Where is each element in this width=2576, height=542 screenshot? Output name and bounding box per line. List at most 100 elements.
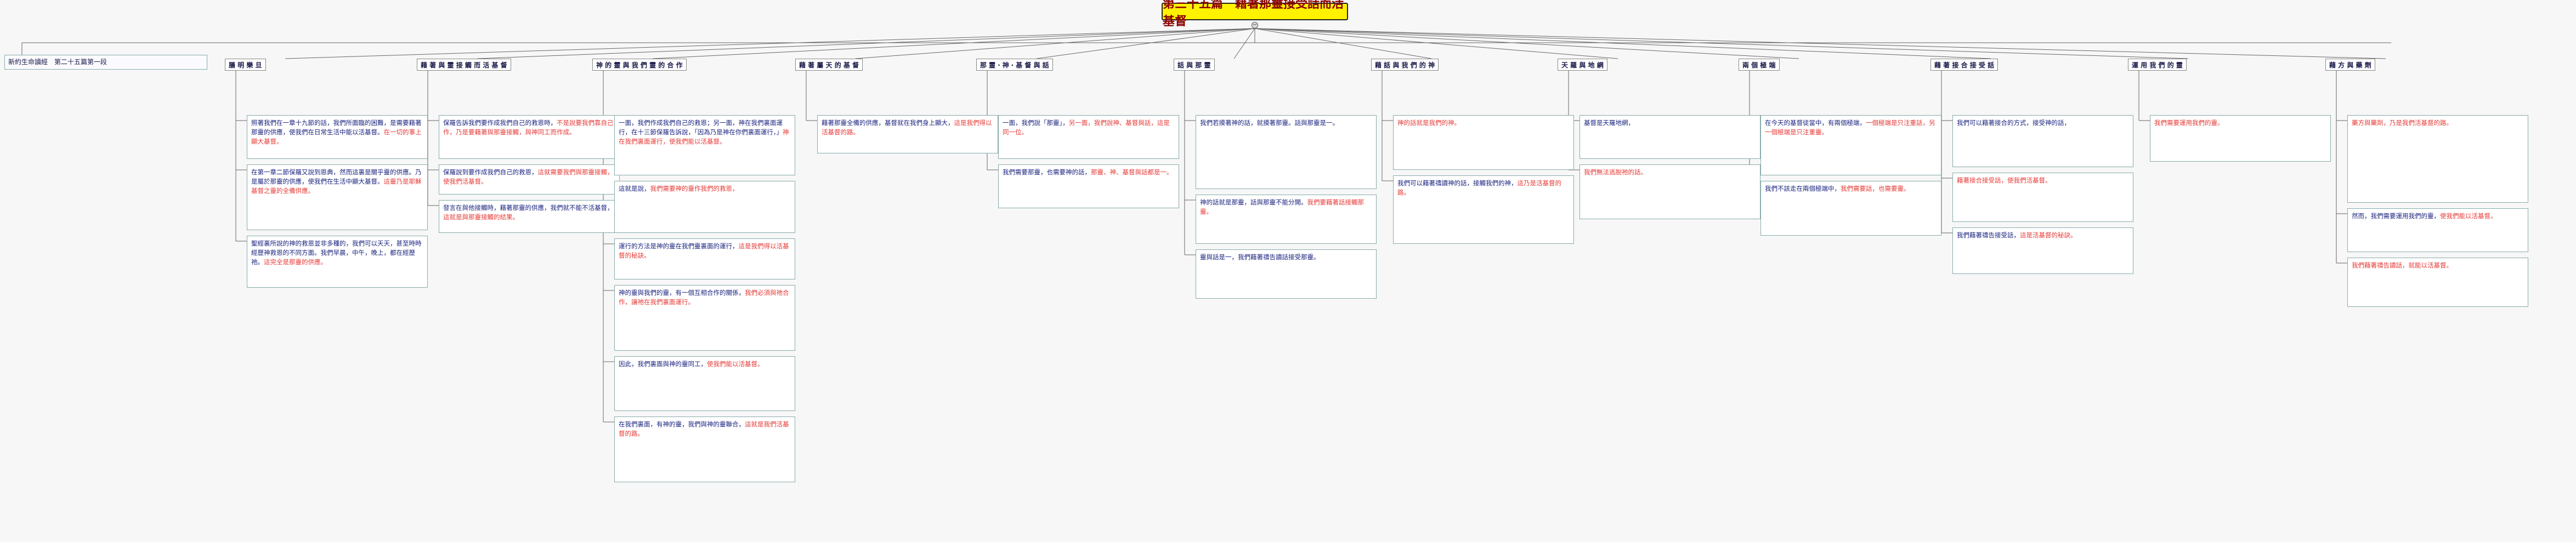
branch-line	[1036, 28, 1255, 59]
category-node[interactable]: 神 的 靈 與 我 們 靈 的 合 作	[592, 59, 687, 71]
note-text: 我們若摸著神的話，就摸著那靈。話與那靈是一。	[1200, 119, 1339, 127]
note-highlight: 使我們能以活基督。	[2440, 212, 2497, 220]
note-highlight: 神的話就是我們的神。	[1397, 119, 1460, 127]
note-box[interactable]: 神的話就是我們的神。	[1393, 115, 1574, 170]
branch-line	[1254, 28, 1618, 59]
note-text: 我們可以藉著禱讀神的話，接觸我們的神，	[1397, 179, 1518, 187]
note-highlight: 我們需要運用我們的靈。	[2154, 119, 2224, 127]
note-text: 靈與話是一，我們藉著禱告讀話接受那靈。	[1200, 253, 1320, 261]
note-box[interactable]: 因此，我們裏面與神的靈同工，使我們能以活基督。	[614, 356, 795, 411]
note-box[interactable]: 保羅告訴我們要作成我們自己的救恩時，不是說要我們靠自己作，乃是要藉著與那靈接觸，…	[439, 115, 620, 159]
note-highlight: 使我們能以活基督。	[707, 360, 764, 368]
note-highlight: 在一切的事上顯大基督。	[251, 128, 422, 145]
note-text: 一面，我們作成我們自己的救恩；另一面，神在我們裏面運行，在十三節保羅告訴說，「因…	[619, 119, 783, 136]
note-highlight: 另一面，我們說神、基督與話，這是同一位。	[1003, 119, 1170, 136]
note-highlight: 不是說要我們靠自己作，乃是要藉著與那靈接觸，與神同工而作成。	[443, 119, 614, 136]
category-node[interactable]: 藉 方 與 藥 劑	[2325, 59, 2375, 71]
note-text: 我們需要那靈，也需要神的話，	[1003, 168, 1091, 176]
note-text: 一面，我們說「那靈」，	[1003, 119, 1069, 127]
category-node[interactable]: 藉 話 與 我 們 的 神	[1371, 59, 1439, 71]
note-text: 發言在與他接觸時，藉著那靈的供應，我們就不能不活基督，	[443, 204, 614, 212]
branch-line	[855, 28, 1255, 59]
note-box[interactable]: 然而，我們需要運用我們的靈，使我們能以活基督。	[2347, 208, 2528, 252]
note-text: 運行的方法是神的靈在我們靈裏面的運行，	[619, 242, 739, 250]
note-box[interactable]: 我們若摸著神的話，就摸著那靈。話與那靈是一。	[1196, 115, 1377, 189]
note-text: 神的靈與我們的靈，有一個互相合作的關係，	[619, 289, 745, 296]
note-highlight: 這完全是那靈的供應。	[264, 258, 327, 266]
note-box[interactable]: 保羅說到要作成我們自己的救恩，這就需要我們與那靈接觸，使我們活基督。	[439, 164, 620, 195]
branch-line	[477, 28, 1255, 59]
note-text: 保羅告訴我們要作成我們自己的救恩時，	[443, 119, 557, 127]
note-box[interactable]: 在我們裏面，有神的靈，我們與神的靈聯合，這就是我們活基督的路。	[614, 417, 795, 482]
note-highlight: 藥方與藥劑，乃是我們活基督的路。	[2352, 119, 2453, 127]
note-box[interactable]: 藉著接合接受話，使我們活基督。	[1952, 173, 2133, 222]
note-box[interactable]: 我們可以藉著禱讀神的話，接觸我們的神，這乃是活基督的路。	[1393, 175, 1574, 244]
note-box[interactable]: 我們需要運用我們的靈。	[2150, 115, 2331, 162]
note-highlight: 這就是我們活基督的路。	[619, 420, 789, 437]
note-highlight: 這就需要我們與那靈接觸，使我們活基督。	[443, 168, 614, 185]
note-highlight: 這就是與那靈接觸的結果。	[443, 213, 519, 221]
branch-line	[1254, 28, 2386, 59]
category-node[interactable]: 藉 著 屬 天 的 基 督	[795, 59, 863, 71]
note-text: 照著我們在一章十九節的話，我們所面臨的困難，是需要藉著那靈的供應，使我們在日常生…	[251, 119, 422, 136]
note-box[interactable]: 運行的方法是神的靈在我們靈裏面的運行，這是我們得以活基督的秘訣。	[614, 238, 795, 279]
note-highlight: 我們藉著禱告讀話，就能以活基督。	[2352, 261, 2453, 269]
note-text: 因此，我們裏面與神的靈同工，	[619, 360, 707, 368]
note-box[interactable]: 在第一章二節保羅又說到恩典，然而這裏是關乎靈的供應。乃是屬於那靈的供應，使我們在…	[247, 164, 428, 230]
category-node[interactable]: 藉 著 接 合 接 受 話	[1930, 59, 1998, 71]
category-node[interactable]: 運 用 我 們 的 靈	[2128, 59, 2187, 71]
note-highlight: 這是我們得以活基督的路。	[822, 119, 992, 136]
note-text: 我們藉著禱告接受話，	[1957, 231, 2020, 239]
note-text: 聖經裏所說的神的救恩並非多種的，我們可以天天，甚至時時經歷神救恩的不同方面。我們…	[251, 239, 422, 266]
intro-note: 新約生命讀經 第二十五篇第一段	[4, 55, 207, 70]
note-highlight: 我們需要話，也需要靈。	[1841, 185, 1910, 192]
note-box[interactable]: 這就是說，我們需要神的靈作我們的救恩，	[614, 181, 795, 233]
note-highlight: 我們無法逃脫祂的話。	[1584, 168, 1647, 176]
note-text: 在第一章二節保羅又說到恩典，然而這裏是關乎靈的供應。乃是屬於那靈的供應，使我們在…	[251, 168, 422, 185]
note-highlight: 這乃是活基督的路。	[1397, 179, 1561, 196]
category-node[interactable]: 話 與 那 靈	[1174, 59, 1215, 71]
note-highlight: 這是我們得以活基督的秘訣。	[619, 242, 789, 259]
note-box[interactable]: 我們可以藉著接合的方式，接受神的話，	[1952, 115, 2133, 167]
note-box[interactable]: 聖經裏所說的神的救恩並非多種的，我們可以天天，甚至時時經歷神救恩的不同方面。我們…	[247, 236, 428, 288]
note-box[interactable]: 我們需要那靈，也需要神的話，那靈、神、基督與話都是一。	[998, 164, 1179, 208]
note-box[interactable]: 基督是天羅地網，	[1579, 115, 1760, 159]
note-text: 然而，我們需要運用我們的靈，	[2352, 212, 2440, 220]
note-highlight: 我們要藉著話接觸那靈。	[1200, 198, 1364, 215]
branch-line	[1254, 28, 1991, 59]
note-text: 這就是說，	[619, 185, 650, 192]
note-text: 我們不該走在兩個極端中，	[1765, 185, 1841, 192]
note-box[interactable]: 藥方與藥劑，乃是我們活基督的路。	[2347, 115, 2528, 203]
branch-line	[652, 28, 1255, 59]
note-box[interactable]: 發言在與他接觸時，藉著那靈的供應，我們就不能不活基督，這就是與那靈接觸的結果。	[439, 200, 620, 233]
intro-text: 新約生命讀經 第二十五篇第一段	[8, 58, 107, 66]
note-box[interactable]: 在今天的基督徒當中，有兩個極端，一個極端是只注重話，另一個極端是只注重靈。	[1760, 115, 1941, 175]
root-node-icon[interactable]: −	[1252, 22, 1258, 28]
category-node[interactable]: 天 羅 與 地 網	[1558, 59, 1607, 71]
note-box[interactable]: 神的靈與我們的靈，有一個互相合作的關係，我們必須與祂合作，讓祂在我們裏面運行。	[614, 285, 795, 351]
note-box[interactable]: 我們無法逃脫祂的話。	[1579, 164, 1760, 219]
note-highlight: 我們需要神的靈作我們的救恩，	[650, 185, 739, 192]
note-box[interactable]: 靈與話是一，我們藉著禱告讀話接受那靈。	[1196, 249, 1377, 299]
note-box[interactable]: 一面，我們作成我們自己的救恩；另一面，神在我們裏面運行，在十三節保羅告訴說，「因…	[614, 115, 795, 175]
note-highlight: 一個極端是只注重話，另一個極端是只注重靈。	[1765, 119, 1935, 136]
category-node[interactable]: 那 靈 ‧ 神 ‧ 基 督 與 話	[976, 59, 1053, 71]
category-node[interactable]: 膳 明 樂 旦	[225, 59, 266, 71]
category-node[interactable]: 藉 著 與 靈 接 觸 而 活 基 督	[417, 59, 511, 71]
note-box[interactable]: 照著我們在一章十九節的話，我們所面臨的困難，是需要藉著那靈的供應，使我們在日常生…	[247, 115, 428, 159]
note-text: 保羅說到要作成我們自己的救恩，	[443, 168, 538, 176]
branch-line	[1254, 28, 1432, 59]
note-text: 我們可以藉著接合的方式，接受神的話，	[1957, 119, 2070, 127]
note-text: 藉著那靈全備的供應，基督就在我們身上顯大，	[822, 119, 954, 127]
note-box[interactable]: 我們不該走在兩個極端中，我們需要話，也需要靈。	[1760, 181, 1941, 236]
note-highlight: 這靈乃是耶穌基督之靈的全備供應。	[251, 178, 422, 195]
note-box[interactable]: 神的話就是那靈，話與那靈不能分開。我們要藉著話接觸那靈。	[1196, 195, 1377, 244]
note-box[interactable]: 一面，我們說「那靈」，另一面，我們說神、基督與話，這是同一位。	[998, 115, 1179, 159]
category-node[interactable]: 兩 個 極 端	[1739, 59, 1780, 71]
note-highlight: 那靈、神、基督與話都是一。	[1091, 168, 1173, 176]
note-box[interactable]: 我們藉著禱告接受話，這是活基督的秘訣。	[1952, 227, 2133, 274]
note-highlight: 我們必須與祂合作，讓祂在我們裏面運行。	[619, 289, 789, 306]
note-box[interactable]: 我們藉著禱告讀話，就能以活基督。	[2347, 258, 2528, 307]
branch-line	[1254, 28, 1799, 59]
note-box[interactable]: 藉著那靈全備的供應，基督就在我們身上顯大，這是我們得以活基督的路。	[817, 115, 998, 153]
